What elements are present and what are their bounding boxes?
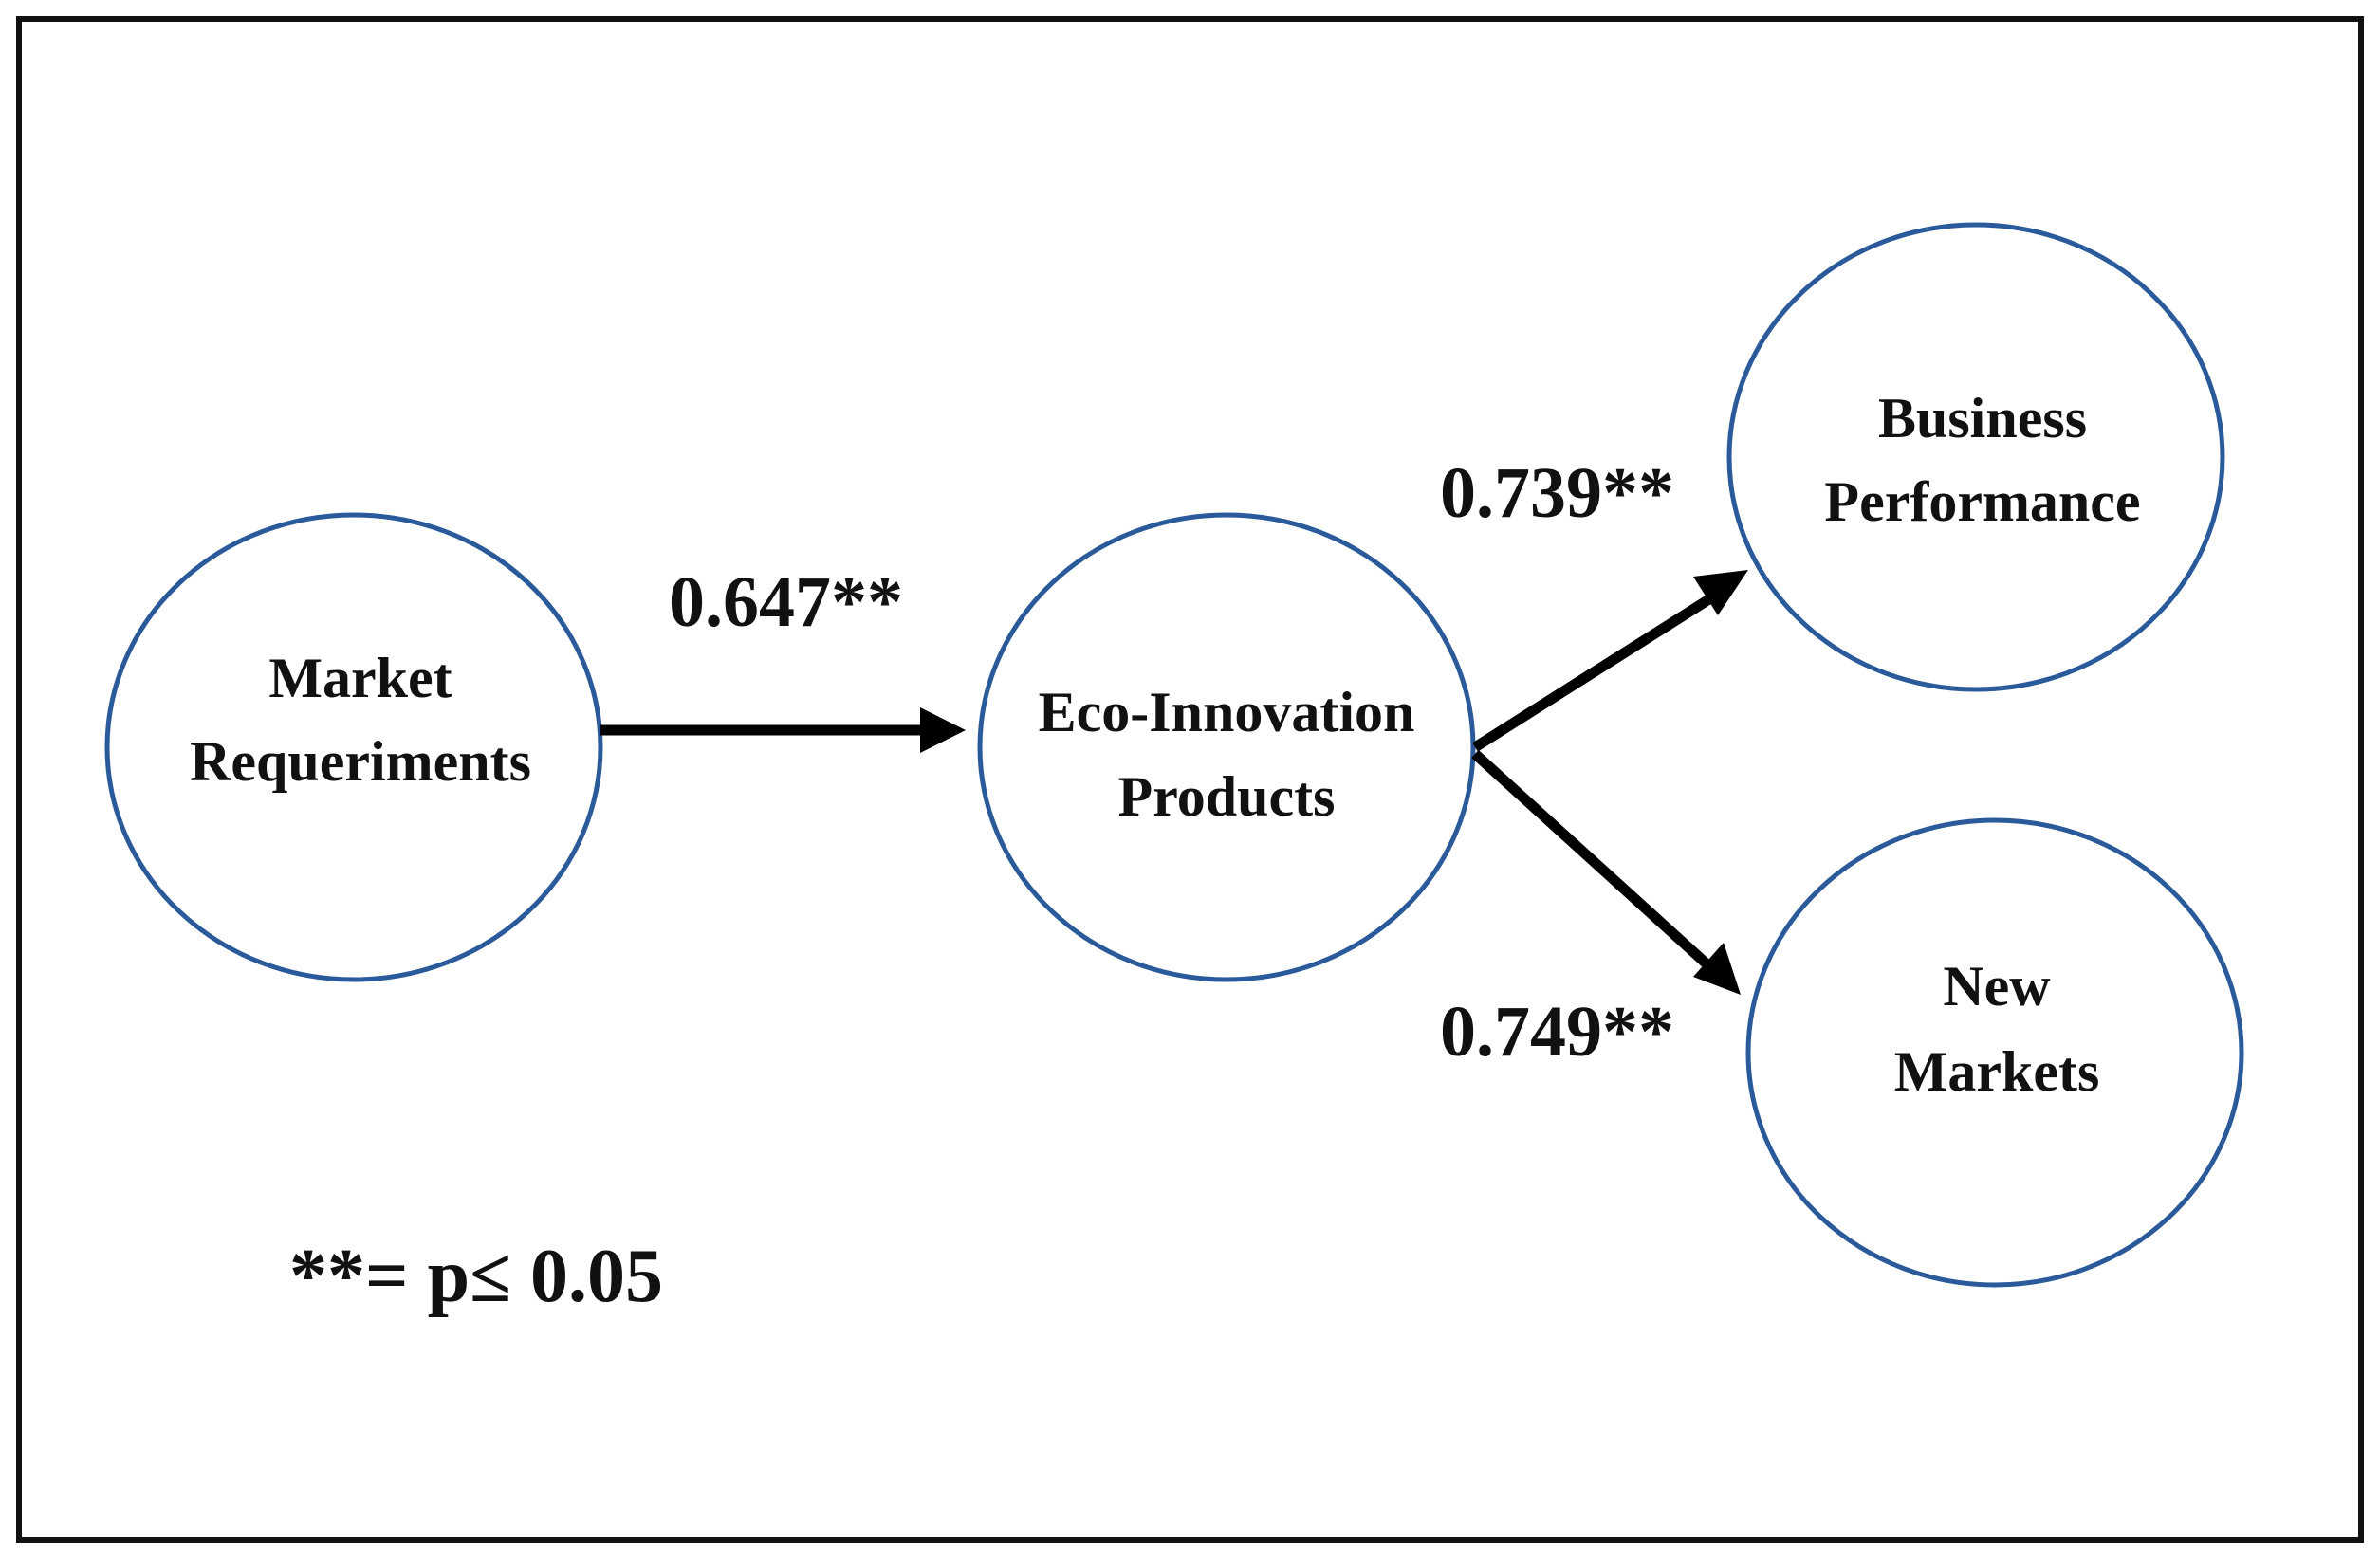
edge-eco-to-new-markets-line xyxy=(1471,749,1714,972)
edge-eco-to-business-line xyxy=(1472,591,1718,752)
node-eco-innovation-products-line2: Products xyxy=(1118,765,1336,828)
edge-market-to-eco xyxy=(600,707,966,753)
edge-market-to-eco-arrowhead xyxy=(920,707,966,753)
node-business-performance: Business Performance xyxy=(1726,222,2225,692)
node-market-requirements-line1: Market xyxy=(268,647,452,709)
node-market-requirements-line2: Requeriments xyxy=(190,730,531,793)
node-new-markets-line1: New xyxy=(1943,955,2051,1018)
node-business-performance-circle xyxy=(1726,222,2225,692)
node-market-requirements: Market Requeriments xyxy=(104,512,603,982)
node-business-performance-line2: Performance xyxy=(1824,470,2140,533)
coefficient-eco-to-business: 0.739** xyxy=(1440,453,1674,533)
coefficient-market-to-eco: 0.647** xyxy=(669,562,903,642)
node-market-requirements-circle xyxy=(104,512,603,982)
node-eco-innovation-products-circle xyxy=(977,512,1476,982)
node-eco-innovation-products: Eco-Innovation Products xyxy=(977,512,1476,982)
node-eco-innovation-products-line1: Eco-Innovation xyxy=(1039,681,1415,743)
node-new-markets: New Markets xyxy=(1745,817,2244,1288)
edge-eco-to-business xyxy=(1472,570,1748,752)
significance-legend: **= p≤ 0.05 xyxy=(289,1235,663,1318)
edge-eco-to-new-markets xyxy=(1471,749,1741,995)
coefficient-eco-to-new-markets: 0.749** xyxy=(1440,992,1674,1072)
node-new-markets-line2: Markets xyxy=(1894,1040,2100,1103)
edge-eco-to-new-markets-arrowhead xyxy=(1693,943,1741,995)
diagram-frame xyxy=(16,16,2364,1543)
edge-eco-to-business-arrowhead xyxy=(1693,570,1748,615)
node-new-markets-circle xyxy=(1745,817,2244,1288)
node-business-performance-line1: Business xyxy=(1878,387,2087,449)
